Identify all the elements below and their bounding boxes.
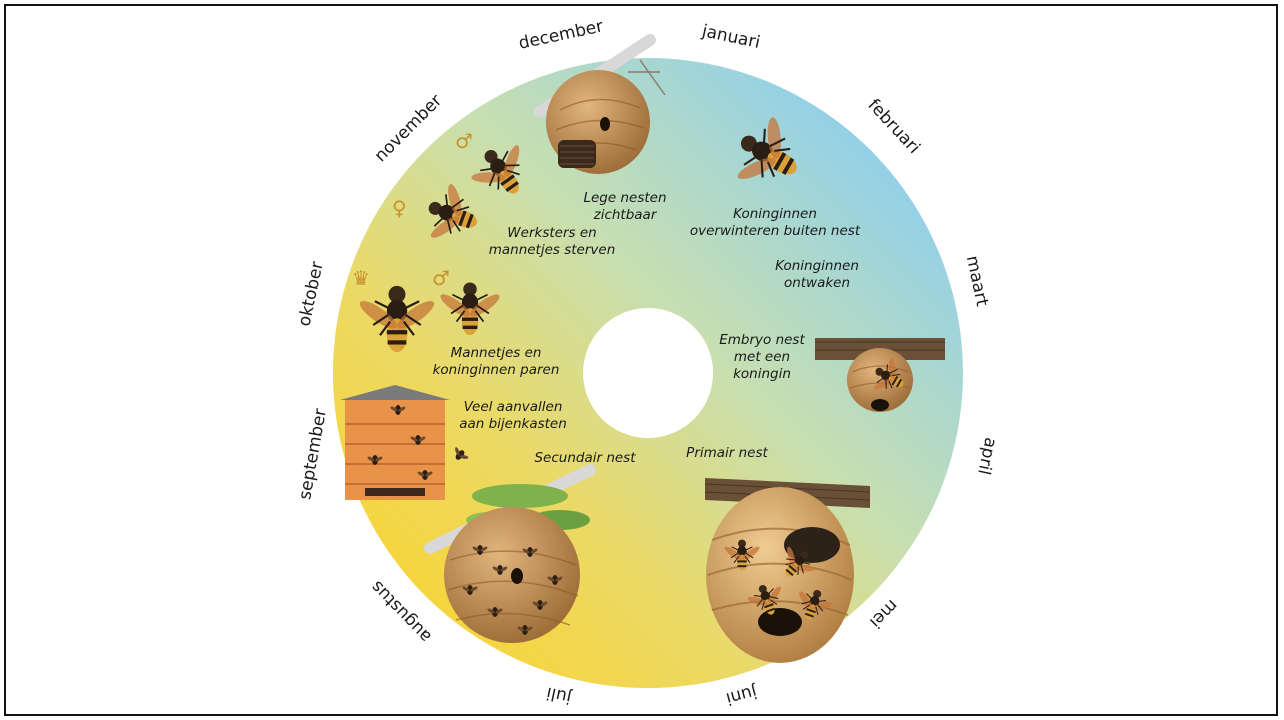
caption-hive-attacks: Veel aanvallen aan bijenkasten — [459, 399, 567, 432]
month-label-februari: februari — [863, 95, 923, 158]
svg-text:Embryo nest: Embryo nest — [719, 332, 805, 348]
svg-text:ontwaken: ontwaken — [784, 275, 850, 291]
caption-workers-die: Werksters en mannetjes sterven — [489, 225, 616, 258]
month-label-mei: mei — [865, 595, 902, 632]
svg-text:koninginnen paren: koninginnen paren — [433, 362, 560, 378]
caption-secondary-nest: Secundair nest — [534, 450, 636, 466]
month-label-januari: januari — [699, 21, 762, 53]
caption-empty-nests: Lege nesten zichtbaar — [583, 190, 666, 223]
caption-mating: Mannetjes en koninginnen paren — [433, 345, 560, 378]
svg-text:Werksters en: Werksters en — [507, 225, 596, 241]
month-label-december: december — [517, 16, 605, 53]
crown-symbol: ♛ — [352, 266, 370, 290]
month-label-maart: maart — [962, 254, 992, 308]
svg-text:Veel aanvallen: Veel aanvallen — [464, 399, 563, 415]
caption-queens-wake: Koninginnen ontwaken — [775, 258, 859, 291]
svg-text:Secundair nest: Secundair nest — [534, 450, 636, 466]
month-label-juli: juli — [545, 683, 575, 708]
month-label-september: september — [295, 407, 331, 501]
month-label-juni: juni — [724, 681, 760, 709]
svg-text:Lege nesten: Lege nesten — [583, 190, 666, 206]
svg-text:aan bijenkasten: aan bijenkasten — [459, 416, 567, 432]
svg-text:koningin: koningin — [733, 366, 791, 382]
svg-text:Koninginnen: Koninginnen — [775, 258, 859, 274]
svg-text:Koninginnen: Koninginnen — [733, 206, 817, 222]
svg-text:Mannetjes en: Mannetjes en — [451, 345, 542, 361]
male-symbol-october: ♂ — [432, 266, 450, 290]
month-label-april: april — [973, 436, 1000, 477]
caption-primary-nest: Primair nest — [686, 445, 768, 461]
female-symbol-november: ♀ — [392, 196, 407, 220]
svg-text:overwinteren buiten nest: overwinteren buiten nest — [690, 223, 861, 239]
month-label-oktober: oktober — [295, 260, 328, 328]
svg-text:met een: met een — [734, 349, 790, 365]
male-symbol-november: ♂ — [455, 129, 473, 153]
svg-text:mannetjes sterven: mannetjes sterven — [489, 242, 616, 258]
svg-text:zichtbaar: zichtbaar — [593, 207, 658, 223]
svg-text:Primair nest: Primair nest — [686, 445, 768, 461]
